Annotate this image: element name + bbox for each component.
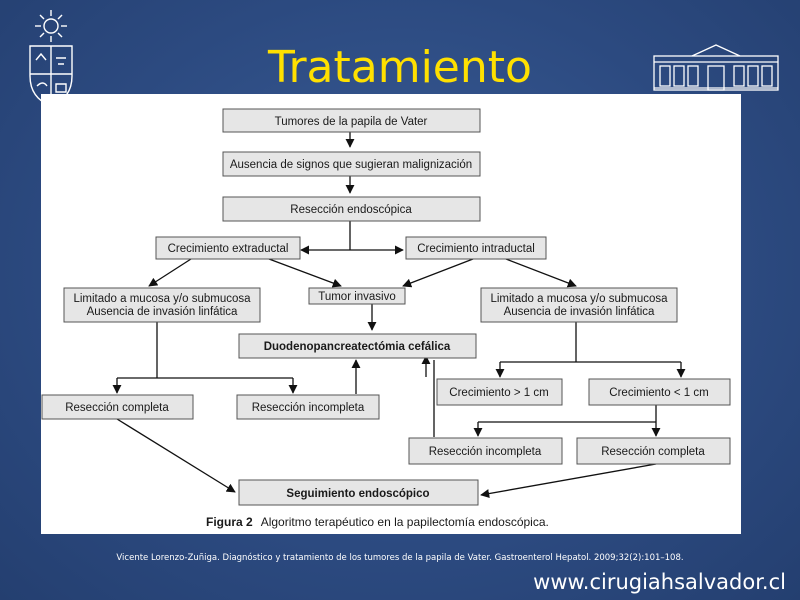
box-crec-menor xyxy=(588,378,731,406)
box-crec-mayor xyxy=(436,378,563,406)
flowchart-connectors xyxy=(112,132,686,499)
label-ausencia-signos: Ausencia de signos que sugieran maligniz… xyxy=(230,159,472,171)
caption-prefix: Figura 2 xyxy=(206,515,253,529)
flowchart-svg: Tumores de la papila de Vater Ausencia d… xyxy=(41,108,731,529)
label-res-completa-left: Resección completa xyxy=(65,402,169,414)
label-tumor-invasivo: Tumor invasivo xyxy=(318,291,396,303)
box-tumor-invasivo xyxy=(308,287,406,305)
website-url: www.cirugiahsalvador.cl xyxy=(533,570,786,594)
caption-text: Algoritmo terapéutico en la papilectomía… xyxy=(261,515,549,529)
arrow-intraductal-to-limitado-right xyxy=(505,258,577,288)
arrow-res-completa-right-to-seguimiento xyxy=(480,463,657,499)
box-reseccion-endoscopica xyxy=(222,196,481,222)
label-crec-extraductal: Crecimiento extraductal xyxy=(168,243,289,255)
box-res-incompleta-right xyxy=(408,437,563,465)
box-ausencia-signos xyxy=(222,151,481,177)
slide-title: Tratamiento xyxy=(268,42,532,93)
label-duodeno: Duodenopancreatectómia cefálica xyxy=(264,341,451,353)
box-res-completa-left xyxy=(41,394,194,420)
citation: Vicente Lorenzo-Zuñiga. Diagnóstico y tr… xyxy=(116,553,684,563)
arrow-res-completa-left-to-seguimiento xyxy=(116,418,236,493)
box-limitado-left xyxy=(63,287,261,323)
flowchart-figure: Tumores de la papila de Vater Ausencia d… xyxy=(41,94,741,534)
box-limitado-right xyxy=(480,287,678,323)
label-limitado-right-2: Ausencia de invasión linfática xyxy=(504,306,655,318)
box-crec-intraductal xyxy=(405,236,547,260)
arrow-extraductal-to-tumor-invasivo xyxy=(268,258,342,288)
label-res-completa-right: Resección completa xyxy=(601,446,705,458)
label-limitado-left-2: Ausencia de invasión linfática xyxy=(87,306,238,318)
box-duodeno xyxy=(238,333,477,359)
box-crec-extraductal xyxy=(155,236,301,260)
label-res-incompleta-left: Resección incompleta xyxy=(252,402,365,414)
box-seguimiento xyxy=(238,479,479,506)
figure-caption: Figura 2 Algoritmo terapéutico en la papi… xyxy=(206,515,549,529)
label-limitado-right-1: Limitado a mucosa y/o submucosa xyxy=(490,293,668,305)
arrow-extraductal-to-limitado-left xyxy=(148,258,192,287)
label-limitado-left-1: Limitado a mucosa y/o submucosa xyxy=(73,293,251,305)
label-tumores: Tumores de la papila de Vater xyxy=(275,116,428,128)
label-crec-mayor: Crecimiento > 1 cm xyxy=(449,387,548,399)
label-reseccion-endoscopica: Resección endoscópica xyxy=(290,204,412,216)
label-crec-menor: Crecimiento < 1 cm xyxy=(609,387,708,399)
box-res-completa-right xyxy=(576,437,731,465)
arrow-intraductal-to-tumor-invasivo xyxy=(402,258,474,288)
label-crec-intraductal: Crecimiento intraductal xyxy=(417,243,535,255)
label-seguimiento: Seguimiento endoscópico xyxy=(286,488,429,500)
box-tumores xyxy=(222,108,481,133)
box-res-incompleta-left xyxy=(236,394,380,420)
label-res-incompleta-right: Resección incompleta xyxy=(429,446,542,458)
hospital-building-icon xyxy=(652,42,780,92)
